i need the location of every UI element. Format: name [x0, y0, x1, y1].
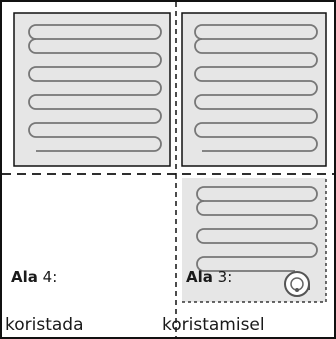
- area-4-number: 4:: [42, 268, 58, 286]
- robot-mower-icon: [284, 271, 310, 297]
- area-4-name: Ala: [11, 268, 38, 286]
- snake-path-top-left: [28, 24, 162, 152]
- snake-path-in-progress: [196, 186, 318, 272]
- area-4-label: Ala 4:: [11, 270, 57, 285]
- area-3-status: koristamisel: [162, 315, 265, 335]
- area-4-status: koristada: [5, 315, 84, 335]
- cleaned-zone-top-left: [13, 12, 171, 167]
- cleaned-zone-top-right: [181, 12, 327, 167]
- area-3-number: 3:: [217, 268, 233, 286]
- area-3-label: Ala 3:: [186, 270, 232, 285]
- snake-path-top-right: [194, 24, 318, 152]
- area-3-name: Ala: [186, 268, 213, 286]
